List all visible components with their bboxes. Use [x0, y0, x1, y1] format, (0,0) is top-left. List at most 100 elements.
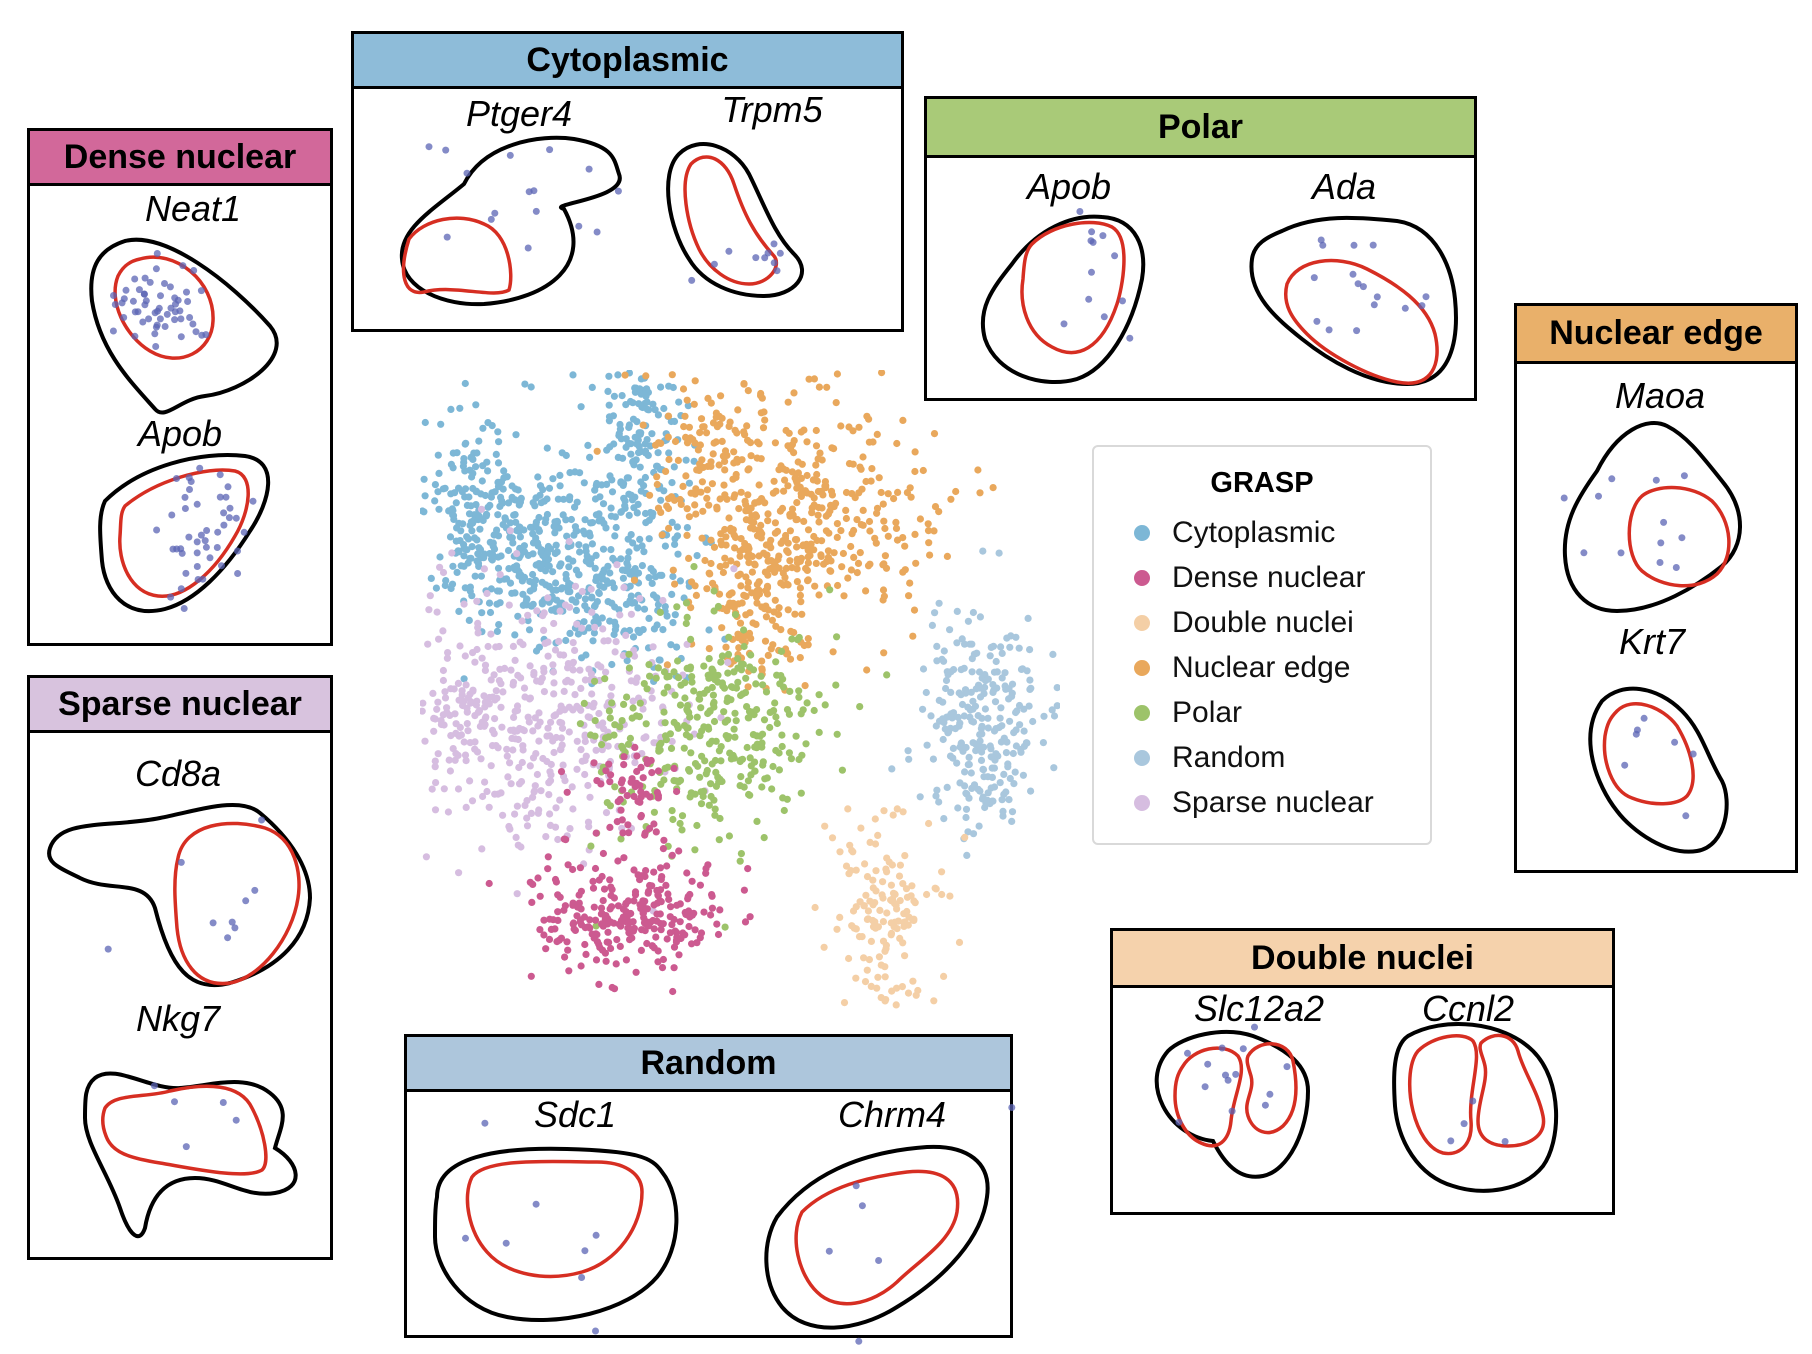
tsne-point — [1015, 644, 1023, 652]
tsne-point — [484, 467, 492, 475]
tsne-point — [717, 714, 725, 722]
tsne-point — [680, 722, 689, 730]
tsne-point — [504, 773, 512, 781]
tsne-point — [1009, 749, 1017, 758]
transcript-spot — [1460, 1120, 1468, 1128]
tsne-point — [491, 790, 499, 798]
tsne-point — [737, 488, 745, 496]
tsne-point — [986, 742, 994, 750]
transcript-spot — [193, 563, 201, 570]
tsne-point — [737, 850, 745, 858]
transcript-spots — [104, 816, 266, 953]
tsne-point — [793, 499, 801, 507]
tsne-point — [503, 575, 511, 583]
tsne-point — [668, 479, 676, 487]
transcript-spot — [1422, 293, 1430, 301]
legend-dot — [1134, 750, 1150, 766]
tsne-point — [691, 846, 699, 854]
tsne-point — [688, 678, 696, 686]
tsne-point — [740, 642, 748, 651]
tsne-point — [737, 773, 745, 781]
tsne-point — [648, 430, 656, 438]
tsne-point — [708, 683, 716, 692]
transcript-spot — [161, 323, 169, 330]
tsne-point — [881, 973, 889, 981]
tsne-point — [462, 803, 470, 811]
tsne-point — [513, 550, 521, 558]
tsne-point — [487, 493, 495, 501]
tsne-point — [455, 484, 463, 492]
tsne-point — [480, 565, 488, 573]
tsne-point — [560, 651, 568, 659]
tsne-point — [762, 541, 770, 549]
tsne-point — [718, 624, 726, 632]
tsne-point — [779, 675, 787, 683]
tsne-point — [507, 780, 515, 788]
tsne-point — [771, 699, 779, 707]
transcript-spot — [1099, 232, 1107, 240]
tsne-point — [421, 418, 429, 427]
tsne-point — [771, 529, 779, 537]
tsne-point — [1016, 721, 1024, 729]
tsne-point — [494, 564, 503, 572]
tsne-point — [779, 465, 787, 473]
tsne-point — [863, 666, 871, 674]
tsne-point — [486, 608, 495, 617]
tsne-point — [922, 688, 930, 697]
tsne-point — [741, 431, 749, 439]
tsne-point — [590, 759, 598, 767]
tsne-point — [848, 490, 856, 498]
tsne-point — [460, 544, 468, 553]
tsne-point — [953, 759, 961, 767]
tsne-point — [494, 459, 503, 467]
tsne-point — [911, 467, 919, 476]
tsne-point — [607, 891, 615, 900]
tsne-point — [434, 750, 442, 758]
tsne-point — [690, 687, 698, 695]
transcript-spot — [1313, 317, 1321, 325]
transcript-spot — [1350, 241, 1358, 249]
tsne-point — [553, 938, 561, 946]
tsne-point — [645, 661, 653, 669]
tsne-point — [737, 535, 745, 543]
legend-dot — [1134, 570, 1150, 586]
tsne-point — [949, 754, 957, 762]
tsne-point — [633, 544, 641, 552]
tsne-point — [495, 438, 503, 446]
tsne-point — [636, 535, 644, 543]
tsne-point — [685, 554, 693, 562]
tsne-point — [790, 389, 798, 397]
tsne-point — [585, 624, 593, 632]
tsne-point — [873, 984, 881, 992]
transcript-spot — [153, 526, 161, 534]
tsne-point — [471, 658, 479, 666]
tsne-point — [815, 591, 823, 599]
tsne-point — [543, 444, 551, 452]
tsne-point — [567, 515, 575, 524]
tsne-point — [552, 579, 560, 587]
tsne-point — [795, 755, 803, 764]
tsne-point — [701, 556, 709, 565]
tsne-point — [531, 576, 540, 584]
tsne-point — [783, 706, 792, 714]
tsne-point — [943, 552, 952, 560]
tsne-point — [573, 527, 581, 535]
tsne-point — [544, 853, 552, 861]
tsne-point — [848, 922, 856, 930]
cell-outline — [1588, 686, 1729, 854]
tsne-point — [545, 935, 554, 944]
tsne-point — [681, 679, 689, 687]
transcript-spot — [506, 151, 514, 159]
tsne-point — [668, 518, 676, 526]
tsne-point — [646, 672, 654, 680]
transcript-spot — [1595, 492, 1602, 500]
tsne-point — [965, 753, 973, 761]
tsne-point — [679, 482, 687, 490]
tsne-point — [571, 646, 579, 654]
tsne-point — [487, 762, 495, 770]
tsne-point — [1040, 712, 1048, 720]
tsne-point — [779, 683, 788, 691]
tsne-point — [624, 821, 632, 829]
legend-item-nuclear-edge: Nuclear edge — [1134, 648, 1350, 688]
transcript-spot — [156, 315, 164, 323]
